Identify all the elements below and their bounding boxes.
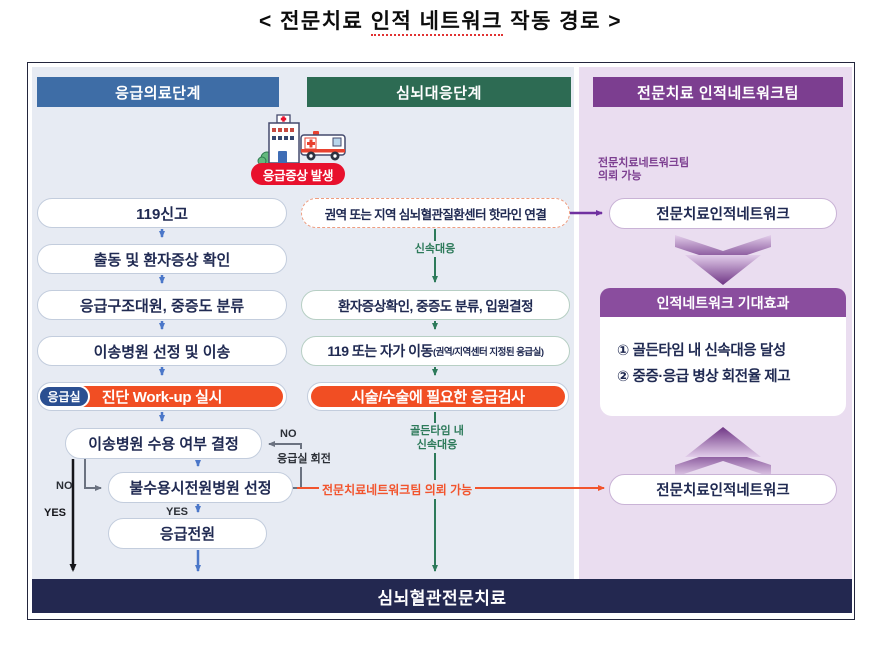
title-suffix: 작동 경로 > [502,10,623,33]
effects-header: 인적네트워크 기대효과 [600,288,846,317]
label-er-rotation: 응급실 회전 [272,449,336,467]
effect-item-2: ② 중증·응급 병상 회전율 제고 [617,369,791,385]
effect-item-1: ① 골든타임 내 신속대응 달성 [617,343,786,359]
golden-line2: 신속대응 [416,439,458,451]
network-pill-bottom: 전문치료인적네트워크 [609,474,837,505]
label-rapid-response: 신속대응 [405,241,465,257]
diagram-frame: 응급의료단계 심뇌대응단계 전문치료 인적네트워크팀 [27,62,855,620]
bottom-bar-specialized-treatment: 심뇌혈관전문치료 [32,579,852,613]
move-main-label: 119 또는 자가 이동 [327,343,433,359]
flow-step-accept-decision: 이송병원 수용 여부 결정 [65,428,262,459]
flow-step-emergency-exam: 시술/수술에 필요한 응급검사 [307,382,569,411]
label-no-loop: NO [280,428,297,440]
flow-step-workup: 응급실 진단 Work-up 실시 [37,382,287,411]
label-no-left: NO [56,480,73,492]
annotation-line1: 전문치료네트워크팀 [598,157,690,169]
flow-step-move: 119 또는 자가 이동(권역/지역센터 지정된 응급실) [301,336,570,366]
up-arrow-icon [673,420,773,477]
flow-step-119-call: 119신고 [37,198,287,228]
move-sub-label: (권역/지역센터 지정된 응급실) [432,347,544,358]
hospital-ambulance-icon [257,113,353,170]
flow-step-dispatch: 출동 및 환자증상 확인 [37,244,287,274]
label-referral-available: 전문치료네트워크팀 의뢰 가능 [319,480,476,499]
label-yes-left: YES [44,507,67,519]
network-pill-top: 전문치료인적네트워크 [609,198,837,229]
effects-box: ① 골든타임 내 신속대응 달성 ② 중증·응급 병상 회전율 제고 [600,317,846,416]
title-underlined: 인적 네트워크 [370,10,503,36]
er-badge: 응급실 [38,385,90,408]
title-prefix: < 전문치료 [258,10,371,33]
label-yes-mid: YES [166,506,189,518]
exam-label: 시술/수술에 필요한 응급검사 [311,386,565,407]
down-arrow-icon [673,235,773,292]
flow-step-hospital-transfer: 이송병원 선정 및 이송 [37,336,287,366]
annotation-line2: 의뢰 가능 [598,170,642,182]
golden-line1: 골든타임 내 [410,425,464,437]
flow-step-hotline: 권역 또는 지역 심뇌혈관질환센터 핫라인 연결 [301,198,570,228]
emergency-symptom-badge: 응급증상 발생 [251,163,345,185]
page-title: < 전문치료 인적 네트워크 작동 경로 > [0,5,881,36]
header-network-team: 전문치료 인적네트워크팀 [593,77,843,107]
workup-label: 진단 Work-up 실시 [41,386,283,407]
flow-step-reassign-hospital: 불수용시전원병원 선정 [108,472,293,503]
flow-step-emergency-transfer: 응급전원 [108,518,267,549]
flow-step-triage: 응급구조대원, 중증도 분류 [37,290,287,320]
flow-step-assess: 환자증상확인, 중증도 분류, 입원결정 [301,290,570,320]
header-emergency-stage: 응급의료단계 [37,77,279,107]
header-cardio-stage: 심뇌대응단계 [307,77,571,107]
